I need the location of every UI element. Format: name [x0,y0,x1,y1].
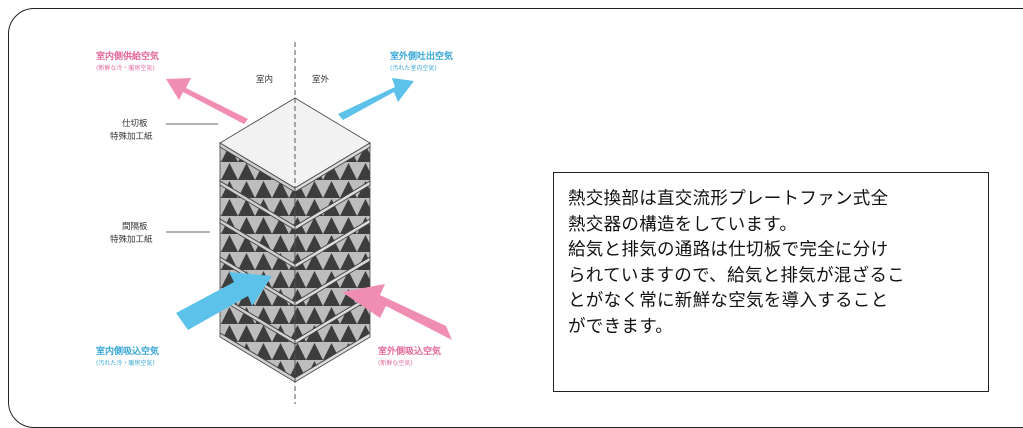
supply-indoor-sublabel: (新鮮な冷・暖房空気) [96,64,155,72]
spacer-label-line1: 間隔板 [122,221,148,232]
description-box: 熱交換部は直交流形プレートファン式全 熱交器の構造をしています。 給気と排気の通… [553,172,989,392]
partition-label-line1: 仕切板 [122,118,148,129]
exhaust-outdoor-label: 室外側吐出空気 [390,50,453,62]
intake-outdoor-label: 室外側吸込空気 [378,345,441,357]
description-text: 熱交換部は直交流形プレートファン式全 熱交器の構造をしています。 給気と排気の通… [568,189,905,337]
exhaust-outdoor-sublabel: (汚れた室内空気) [390,64,437,72]
outdoor-label: 室外 [312,74,330,85]
intake-indoor-sublabel: (汚れた冷・暖房空気) [96,359,155,367]
intake-indoor-arrow [176,272,272,330]
intake-outdoor-arrow [342,284,452,340]
intake-outdoor-sublabel: (新鮮な空気) [378,359,413,367]
indoor-label: 室内 [256,74,273,85]
spacer-label-line2: 特殊加工紙 [110,234,153,245]
supply-indoor-label: 室内側供給空気 [96,50,159,62]
heat-exchanger-diagram: 室内側供給空気 (新鮮な冷・暖房空気) 室外側吐出空気 (汚れた室内空気) 室内… [96,42,453,404]
partition-label-line2: 特殊加工紙 [110,131,153,142]
intake-indoor-label: 室内側吸込空気 [96,345,159,357]
supply-indoor-arrow [166,78,248,124]
exhaust-outdoor-arrow [338,78,414,120]
